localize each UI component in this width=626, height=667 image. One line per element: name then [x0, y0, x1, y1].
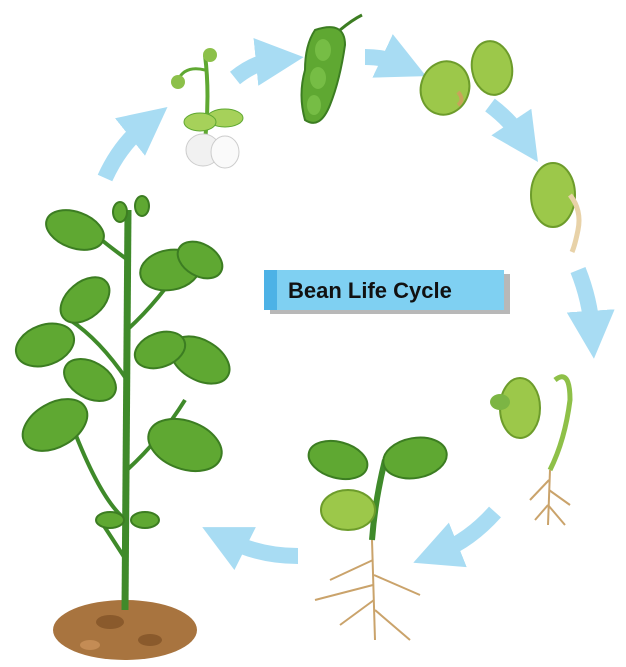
bean-seeds [419, 40, 514, 116]
seedling [307, 436, 448, 641]
arrow-plant-to-flower [97, 107, 168, 182]
mature-plant [14, 195, 231, 660]
diagram-title: Bean Life Cycle [288, 278, 452, 303]
title-accent-stripe [264, 270, 277, 310]
arrow-seeds-to-germination [485, 98, 538, 162]
arrow-flower-to-pod [230, 38, 304, 86]
title-banner: Bean Life Cycle [264, 270, 504, 310]
bean-flower [171, 48, 244, 169]
arrow-seedling-to-plant [202, 527, 299, 571]
arrow-germination-to-sprout [566, 267, 615, 359]
bean-pod [300, 13, 363, 124]
arrow-pod-to-seeds [364, 34, 427, 78]
germinating-seed [530, 162, 582, 253]
arrow-sprout-to-seedling [413, 506, 501, 568]
sprout [490, 374, 573, 526]
